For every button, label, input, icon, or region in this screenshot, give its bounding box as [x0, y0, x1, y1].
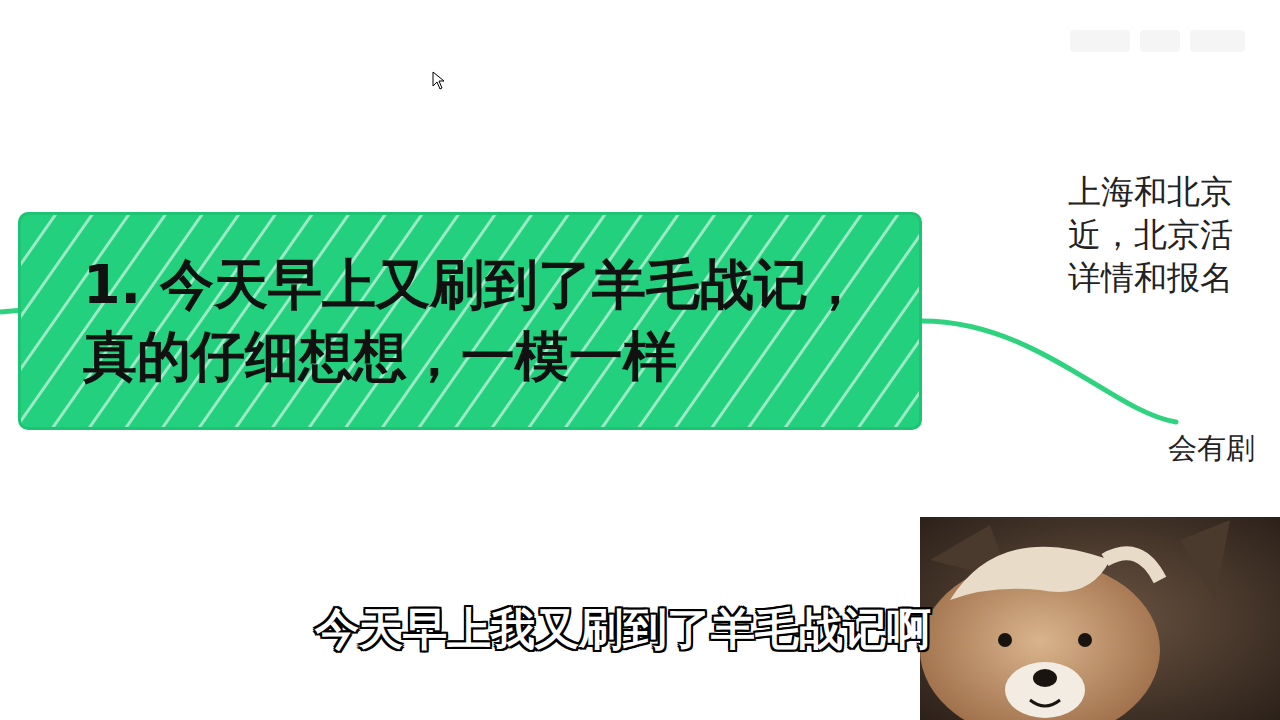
- topic-text: 1. 今天早上又刷到了羊毛战记， 真的仔细想想，一模一样: [83, 249, 883, 393]
- topic-text: 上海和北京 近，北京活 详情和报名: [1068, 170, 1276, 299]
- watermark: [1070, 30, 1245, 52]
- topic-box: 1. 今天早上又刷到了羊毛战记， 真的仔细想想，一模一样: [18, 212, 922, 430]
- subtitle-text: 今天早上我又刷到了羊毛战记啊: [315, 600, 931, 659]
- mouse-cursor: [433, 72, 444, 89]
- topic-text: 会有剧: [1168, 428, 1276, 468]
- topic-text: 上海和北京 近，北京活 详情和报名: [1068, 170, 1276, 299]
- branch-connector: [922, 321, 1176, 422]
- streamer-avatar: [920, 517, 1280, 720]
- topic-text: 会有剧: [1168, 428, 1276, 468]
